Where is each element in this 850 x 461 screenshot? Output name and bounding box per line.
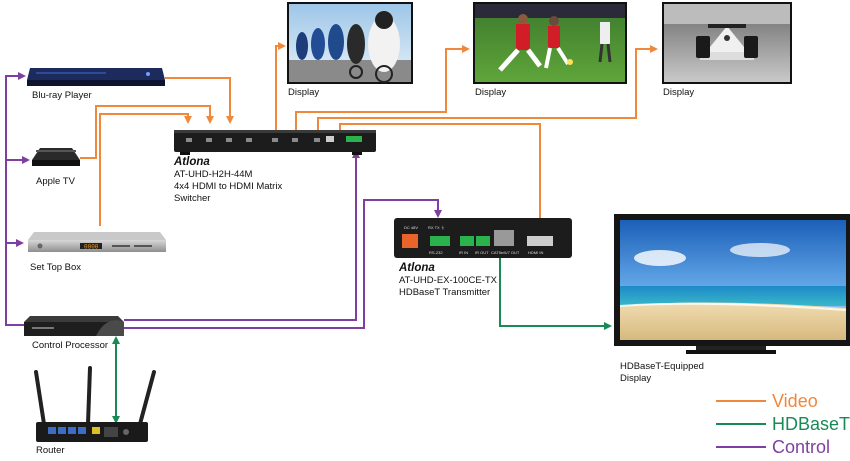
video-line-settopbox bbox=[99, 113, 192, 226]
display-1-label: Display bbox=[288, 87, 319, 98]
bluray-label: Blu-ray Player bbox=[32, 90, 92, 101]
router-antenna-1 bbox=[34, 370, 46, 426]
ir-out-port bbox=[476, 236, 490, 246]
bluray-player: Blu-ray Player bbox=[27, 68, 165, 101]
port-label-cat: CAT5e/6/7 OUT bbox=[491, 250, 520, 255]
ir-in-port bbox=[460, 236, 474, 246]
video-lines bbox=[80, 42, 658, 231]
beach-image bbox=[619, 243, 847, 340]
hdbaset-display-label-1: HDBaseT-Equipped bbox=[620, 361, 704, 372]
display-3: Display bbox=[662, 2, 792, 98]
transmitter-model: AT-UHD-EX-100CE-TX bbox=[399, 275, 498, 286]
switcher-desc-2: Switcher bbox=[174, 193, 210, 204]
port-label-rxtx: RX TX ⏚ bbox=[428, 224, 445, 230]
apple-tv: Apple TV bbox=[32, 148, 80, 187]
switcher-model: AT-UHD-H2H-44M bbox=[174, 169, 253, 180]
hdbaset-lines bbox=[112, 258, 612, 424]
video-line-display1 bbox=[275, 42, 286, 130]
legend-label-control: Control bbox=[772, 437, 830, 457]
router-antenna-2 bbox=[86, 366, 92, 426]
rs232-port bbox=[430, 236, 450, 246]
control-line-transmitter bbox=[124, 199, 442, 329]
port-label-rs232: RS-232 bbox=[429, 250, 443, 255]
display-2: Display bbox=[473, 2, 627, 98]
port-label-ir-out: IR OUT bbox=[475, 250, 489, 255]
router-label: Router bbox=[36, 445, 65, 456]
port-label-hdmi: HDMI IN bbox=[528, 250, 543, 255]
set-top-box: 0000 Set Top Box bbox=[28, 232, 166, 273]
hdbaset-transmitter: DC 48V RX TX ⏚ RS-232 IR IN IR OUT CAT5e… bbox=[394, 218, 572, 298]
display-3-label: Display bbox=[663, 87, 694, 98]
appletv-label: Apple TV bbox=[36, 176, 76, 187]
hdbaset-display: HDBaseT-Equipped Display bbox=[614, 214, 850, 384]
display-1: Display bbox=[287, 2, 413, 98]
legend: Video HDBaseT Control bbox=[716, 391, 850, 457]
video-line-display2 bbox=[295, 45, 470, 130]
router-antenna-3 bbox=[138, 370, 156, 426]
matrix-switcher: Atlona AT-UHD-H2H-44M 4x4 HDMI to HDMI M… bbox=[173, 130, 376, 204]
port-label-dc: DC 48V bbox=[404, 225, 418, 230]
settopbox-label: Set Top Box bbox=[30, 262, 81, 273]
router: Router bbox=[34, 366, 156, 456]
cat-port bbox=[494, 230, 514, 246]
legend-label-video: Video bbox=[772, 391, 818, 411]
video-line-display3 bbox=[317, 45, 658, 130]
legend-label-hdbaset: HDBaseT bbox=[772, 414, 850, 434]
hdbaset-display-label-2: Display bbox=[620, 373, 651, 384]
hdbaset-line-display bbox=[499, 258, 612, 330]
control-line-bluray bbox=[5, 72, 30, 326]
soccer-image bbox=[498, 14, 612, 72]
display-2-label: Display bbox=[475, 87, 506, 98]
transmitter-brand: Atlona bbox=[398, 262, 435, 274]
stb-display-digits: 0000 bbox=[84, 244, 99, 251]
transmitter-desc: HDBaseT Transmitter bbox=[399, 287, 490, 298]
dc-power-port bbox=[402, 234, 418, 248]
control-processor: Control Processor bbox=[24, 316, 124, 351]
control-lines bbox=[5, 72, 442, 329]
control-processor-label: Control Processor bbox=[32, 340, 108, 351]
video-line-appletv bbox=[80, 105, 214, 159]
cyclists-image bbox=[296, 11, 400, 83]
control-line-switcher bbox=[124, 150, 360, 321]
video-line-bluray bbox=[165, 77, 234, 124]
port-label-ir-in: IR IN bbox=[459, 250, 468, 255]
video-line-transmitter bbox=[339, 123, 544, 231]
switcher-desc-1: 4x4 HDMI to HDMI Matrix bbox=[174, 181, 282, 192]
hdmi-port bbox=[527, 236, 553, 246]
race-car-image bbox=[696, 24, 758, 60]
switcher-brand: Atlona bbox=[173, 156, 210, 168]
